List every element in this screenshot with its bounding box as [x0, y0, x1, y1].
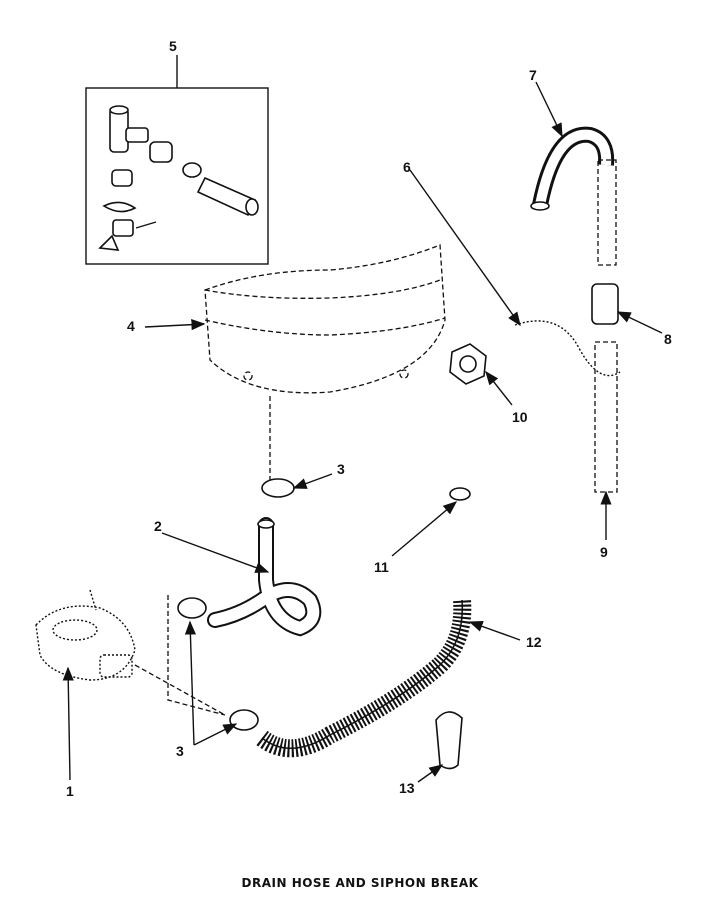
callout-2: 2 [154, 518, 162, 534]
hose-bracket [435, 711, 463, 770]
siphon-coupling [591, 283, 619, 325]
siphon-break-hook [530, 126, 617, 266]
bead-chain [514, 320, 621, 377]
callout-1: 1 [66, 783, 74, 799]
callout-9: 9 [600, 544, 608, 560]
callout-13: 13 [399, 780, 415, 796]
callout-10: 10 [512, 409, 528, 425]
vent-tube [594, 341, 618, 493]
hose-clamp-top [261, 478, 295, 498]
hose-clamp-11 [449, 487, 471, 501]
callout-7: 7 [529, 67, 537, 83]
callout-11: 11 [374, 559, 389, 575]
drain-pump [35, 589, 226, 716]
hose-clamp-lower [229, 709, 259, 731]
drain-hose-long [433, 194, 546, 600]
diagram-caption: DRAIN HOSE AND SIPHON BREAK [241, 876, 479, 890]
siphon-kit-inset [85, 55, 269, 265]
callout-6: 6 [403, 159, 411, 175]
callout-3-top: 3 [337, 461, 345, 477]
callout-4: 4 [127, 318, 135, 334]
callout-8: 8 [664, 331, 672, 347]
callout-5: 5 [169, 38, 177, 54]
outer-tub [204, 244, 446, 480]
callout-12: 12 [526, 634, 542, 650]
hose-clamp-pump [177, 597, 207, 619]
callout-3-bottom: 3 [176, 743, 184, 759]
